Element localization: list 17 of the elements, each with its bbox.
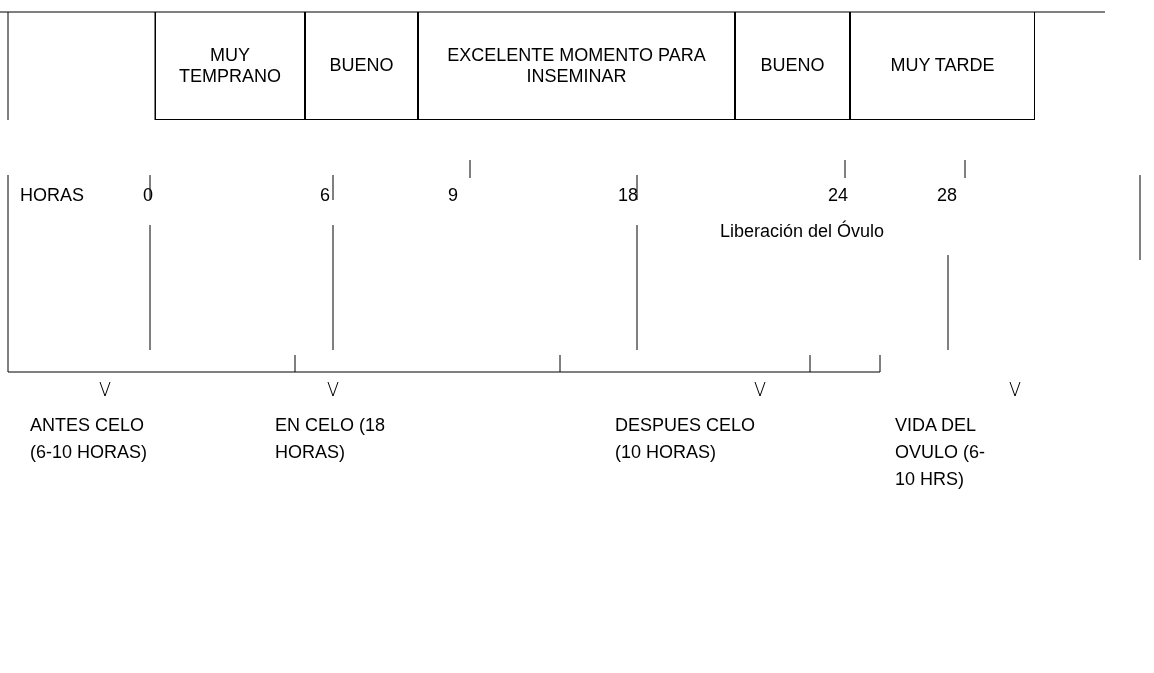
timing-box: BUENO: [735, 12, 850, 120]
tick-label: 0: [143, 184, 153, 207]
phase-label: VIDA DEL OVULO (6-10 HRS): [895, 414, 987, 491]
timing-box: MUY TEMPRANO: [155, 12, 305, 120]
tick-label: 24: [828, 184, 849, 207]
phase-label: DESPUES CELO (10 HORAS): [615, 414, 757, 464]
tick-label: 9: [448, 184, 458, 207]
timing-box: BUENO: [305, 12, 418, 120]
timing-box: EXCELENTE MOMENTO PARA INSEMINAR: [418, 12, 735, 120]
tick-label: 18: [618, 184, 639, 207]
timing-box: MUY TARDE: [850, 12, 1035, 120]
axis-title: HORAS: [20, 184, 84, 207]
phase-label: EN CELO (18 HORAS): [275, 414, 387, 464]
tick-label: 6: [320, 184, 330, 207]
note: Liberación del Óvulo: [720, 219, 885, 243]
phase-label: ANTES CELO (6-10 HORAS): [30, 414, 149, 464]
tick-label: 28: [937, 184, 958, 207]
